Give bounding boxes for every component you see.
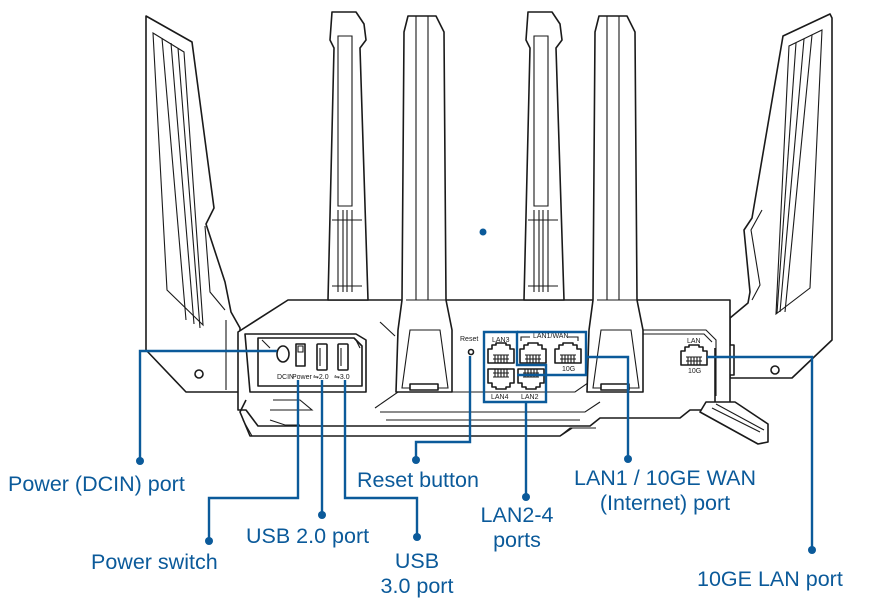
lan1-wan-bracket — [517, 330, 588, 377]
left-fin-antenna — [145, 15, 241, 393]
dcin-marking: DCIN — [277, 374, 294, 381]
callout-lan2-4-line1: LAN2-4 — [480, 503, 554, 527]
usb30-marking: ⇋3.0 — [334, 374, 350, 381]
rear-antenna-left — [327, 11, 369, 301]
usb20-marking: ⇋2.0 — [313, 374, 329, 381]
lan2-marking: LAN2 — [521, 394, 539, 401]
leader-lines — [136, 330, 816, 554]
lan1-wan-port — [519, 342, 547, 364]
power-marking: Power — [292, 374, 313, 381]
lan2-port — [517, 368, 545, 390]
callout-usb30-port: USB 3.0 port — [372, 549, 462, 599]
callout-10ge-lan-port: 10GE LAN port — [697, 567, 843, 591]
leader-reset — [414, 356, 472, 458]
lan-marking: LAN — [687, 338, 701, 345]
lan-10g-marking: 10G — [688, 368, 701, 375]
callout-power-dcin-port: Power (DCIN) port — [8, 472, 185, 496]
leader-power-switch — [207, 380, 300, 540]
leader-lan1-wan — [586, 355, 630, 458]
callout-usb30-line2: 3.0 port — [380, 574, 454, 598]
callout-usb30-line1: USB — [394, 549, 440, 573]
front-antenna-left — [395, 15, 453, 393]
callout-lan1-wan-line2: (Internet) port — [599, 491, 731, 515]
leader-10ge-lan — [707, 355, 814, 550]
lan-10g-port — [680, 344, 708, 366]
front-antenna-right — [586, 15, 644, 393]
ethernet-ports: LAN3 LAN1/WAN 10G LAN4 LAN2 LAN 10G — [487, 333, 708, 401]
reset-marking: Reset — [460, 336, 478, 343]
wan-10g-marking: 10G — [562, 366, 575, 373]
lan4-port — [487, 368, 515, 390]
callout-reset-button: Reset button — [357, 468, 479, 492]
callout-lan1-wan-line1: LAN1 / 10GE WAN — [573, 466, 756, 490]
callout-lan1-wan-port: LAN1 / 10GE WAN (Internet) port — [556, 466, 774, 516]
lan3-port — [487, 342, 515, 364]
callout-power-switch: Power switch — [91, 550, 218, 574]
lan4-marking: LAN4 — [491, 394, 509, 401]
rear-antenna-right — [523, 11, 565, 301]
callout-lan2-4-line2: ports — [493, 528, 541, 552]
center-indicator-dot — [479, 228, 487, 236]
right-fin-antenna — [725, 13, 833, 379]
leader-usb30 — [343, 380, 419, 536]
leader-power-dcin — [138, 349, 277, 460]
wan-10g-port — [554, 342, 582, 364]
lan3-marking: LAN3 — [492, 337, 510, 344]
lan1-wan-marking: LAN1/WAN — [533, 333, 569, 340]
callout-usb20-port: USB 2.0 port — [246, 524, 370, 548]
callout-lan2-4-ports: LAN2-4 ports — [472, 503, 562, 553]
